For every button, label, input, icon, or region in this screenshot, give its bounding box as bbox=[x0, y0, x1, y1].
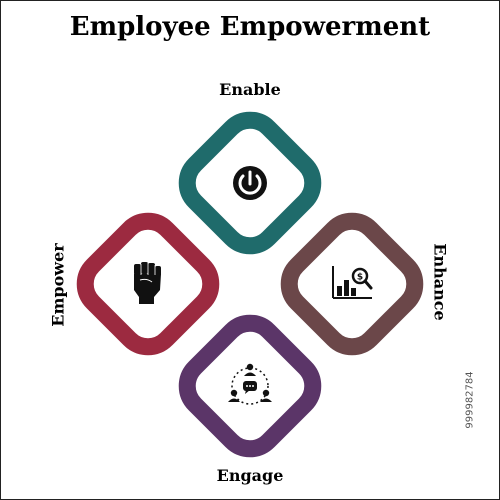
raised-fist-icon bbox=[134, 262, 161, 304]
label-enable: Enable bbox=[219, 80, 281, 99]
analysis-chart-icon: $ bbox=[332, 266, 373, 299]
power-icon bbox=[233, 166, 267, 200]
diamond-empower bbox=[76, 212, 220, 356]
svg-text:$: $ bbox=[357, 273, 363, 283]
diagram-title: Employee Empowerment bbox=[69, 12, 431, 42]
diamond-enhance: $ bbox=[280, 212, 424, 356]
diamond-enable bbox=[178, 111, 322, 255]
stock-watermark-id: 999982784 bbox=[464, 371, 476, 429]
team-chat-icon bbox=[228, 363, 272, 405]
diamond-engage bbox=[178, 314, 322, 458]
label-engage: Engage bbox=[216, 466, 284, 485]
